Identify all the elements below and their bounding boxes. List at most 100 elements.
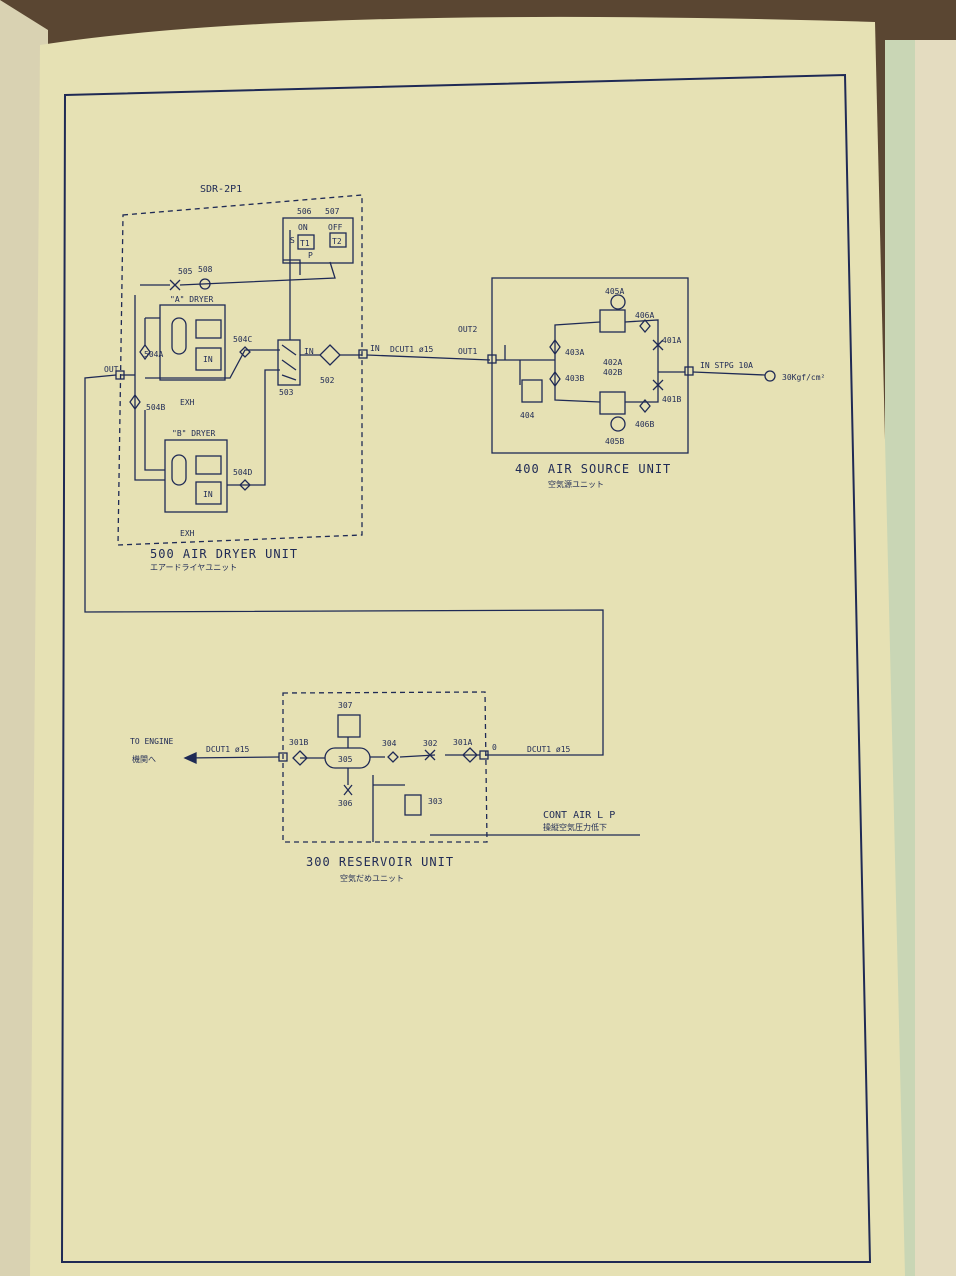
source-unit-title: 400 AIR SOURCE UNIT xyxy=(515,462,671,476)
check-504d xyxy=(239,479,251,491)
check-504c xyxy=(239,346,251,358)
timer-t2 xyxy=(329,232,347,248)
supply-line xyxy=(692,371,766,376)
tag-307: 307 xyxy=(338,701,353,710)
source-unit-subtitle: 空気源ユニット xyxy=(548,479,604,489)
tag-404: 404 xyxy=(520,411,535,420)
pipe-dryer-reservoir xyxy=(84,374,604,756)
drain-306 xyxy=(343,768,353,796)
source-out2: OUT2 xyxy=(458,325,477,334)
relief-valve-307 xyxy=(337,714,361,738)
cont-air-label: CONT AIR L P xyxy=(543,810,615,821)
pipe-label-upper: DCUT1 ø15 xyxy=(390,345,434,354)
pressure-switch-303 xyxy=(404,794,422,816)
gauge-405b xyxy=(610,416,626,432)
reservoir-unit-boundary xyxy=(282,691,488,843)
check-403a xyxy=(549,338,561,356)
check-504b xyxy=(129,393,141,411)
filter-502 xyxy=(319,344,341,366)
tag-508: 508 xyxy=(198,265,213,274)
dryer-b-in-label: IN xyxy=(203,490,213,499)
timer-t1 xyxy=(297,234,315,250)
tag-504d: 504D xyxy=(233,468,252,477)
dryer-unit-boundary xyxy=(117,194,363,546)
tag-403b: 403B xyxy=(565,374,584,383)
solenoid-valve-503 xyxy=(277,339,301,386)
to-engine-jp: 機関へ xyxy=(132,754,156,764)
dryer-model: SDR-2P1 xyxy=(200,184,242,195)
tag-406b: 406B xyxy=(635,420,654,429)
tag-305: 305 xyxy=(338,755,353,764)
tag-302: 302 xyxy=(423,739,438,748)
tag-403a: 403A xyxy=(565,348,584,357)
timer-off: OFF xyxy=(328,223,343,232)
timer-t1-label: T1 xyxy=(300,239,310,248)
reservoir-zero: 0 xyxy=(492,743,497,752)
supply-connector xyxy=(764,370,776,382)
tag-306: 306 xyxy=(338,799,353,808)
pipe-label-right: DCUT1 ø15 xyxy=(527,745,571,754)
dryer-b-box xyxy=(164,439,228,513)
tag-301a: 301A xyxy=(453,738,472,747)
dryer-a-in xyxy=(195,347,222,371)
reservoir-unit-subtitle: 空気だめユニット xyxy=(340,873,404,883)
tag-506: 506 xyxy=(297,207,312,216)
check-504a xyxy=(139,343,151,361)
reservoir-unit-title: 300 RESERVOIR UNIT xyxy=(306,855,454,869)
tag-304: 304 xyxy=(382,739,397,748)
source-out1: OUT1 xyxy=(458,347,477,356)
dryer-b-exh: EXH xyxy=(180,529,195,538)
dryer-unit-title: 500 AIR DRYER UNIT xyxy=(150,547,298,561)
tag-303: 303 xyxy=(428,797,443,806)
dryer-b-tank xyxy=(171,454,187,486)
filter-301b xyxy=(292,750,308,766)
timer-on: ON xyxy=(298,223,308,232)
tag-402a: 402A xyxy=(603,358,622,367)
dryer-a-exh: EXH xyxy=(180,398,195,407)
tag-402b: 402B xyxy=(603,368,622,377)
tag-504b: 504B xyxy=(146,403,165,412)
filter-406a xyxy=(639,318,651,334)
timer-s: S xyxy=(290,236,295,245)
tag-405a: 405A xyxy=(605,287,624,296)
dryer-a-label: "A" DRYER xyxy=(170,295,214,304)
dryer-a-tank xyxy=(171,317,187,355)
tag-503: 503 xyxy=(279,388,294,397)
pipe-to-engine xyxy=(184,756,280,759)
source-in-label: IN STPG 10A xyxy=(700,361,753,370)
valve-503-in: IN xyxy=(304,347,314,356)
regulator-402a xyxy=(599,309,626,333)
cont-air-jp: 操縦空気圧力低下 xyxy=(543,822,607,832)
check-304 xyxy=(387,751,399,763)
pipe-dryer-source xyxy=(366,354,491,361)
tag-502: 502 xyxy=(320,376,335,385)
diagram-sheet xyxy=(30,16,905,1276)
tag-301b: 301B xyxy=(289,738,308,747)
valve-302 xyxy=(424,749,436,761)
tag-401a: 401A xyxy=(662,336,681,345)
to-engine-label: TO ENGINE xyxy=(130,737,174,746)
source-out1-port xyxy=(487,354,497,364)
drawing-border xyxy=(60,73,872,1263)
timer-box xyxy=(282,217,354,264)
tag-405b: 405B xyxy=(605,437,624,446)
dryer-unit-subtitle: エアードライヤユニット xyxy=(150,563,237,572)
dryer-a-in-label: IN xyxy=(203,355,213,364)
tag-504a: 504A xyxy=(144,350,163,359)
pressure-switch-404 xyxy=(521,379,543,403)
regulator-402b xyxy=(599,391,626,415)
tag-504c: 504C xyxy=(233,335,252,344)
dryer-a-heater xyxy=(195,319,222,339)
tag-505: 505 xyxy=(178,267,193,276)
timer-t2-label: T2 xyxy=(332,237,342,246)
dryer-in-port xyxy=(358,349,368,359)
dryer-b-in xyxy=(195,481,222,505)
dryer-out-label: OUT xyxy=(104,365,119,374)
tag-401b: 401B xyxy=(662,395,681,404)
filter-301a xyxy=(462,747,478,763)
filter-508 xyxy=(199,278,211,290)
dryer-a-box xyxy=(159,304,226,381)
source-in-port xyxy=(684,366,694,376)
